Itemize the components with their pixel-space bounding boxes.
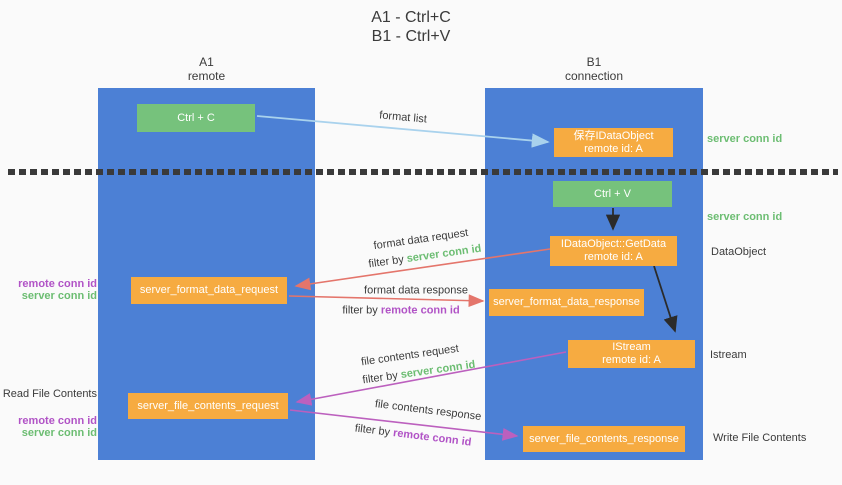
getdata-line2: remote id: A — [584, 251, 643, 263]
filter-by-text: filter by — [367, 253, 405, 271]
save-idataobject-line1: 保存IDataObject — [573, 129, 654, 142]
file-contents-response-label: file contents response — [374, 398, 482, 423]
filter-by-text: filter by — [361, 369, 399, 387]
format-list-label: format list — [378, 109, 428, 126]
istream-line2: remote id: A — [602, 354, 661, 366]
read-file-contents-label: Read File Contents — [2, 388, 97, 400]
column-a1-subtitle: remote — [187, 69, 226, 83]
column-header-a1: A1 remote — [98, 55, 315, 83]
format-request-box: server_format_data_request — [131, 277, 287, 304]
remote-conn-id-label-left-bottom: remote conn id — [18, 415, 97, 427]
file-request-box: server_file_contents_request — [128, 393, 288, 419]
istream-box: IStream remote id: A — [568, 340, 695, 368]
title-line-2: B1 - Ctrl+V — [371, 28, 451, 45]
format-response-label: server_format_data_response — [493, 296, 640, 308]
column-header-b1: B1 connection — [485, 55, 703, 83]
filter-by-text: filter by — [342, 304, 378, 317]
getdata-line1: IDataObject::GetData — [560, 238, 667, 250]
ctrl-v-box: Ctrl + V — [553, 181, 672, 207]
istream-label: Istream — [710, 349, 747, 361]
server-conn-id-label-left-bottom: server conn id — [21, 427, 97, 439]
format-response-box: server_format_data_response — [489, 289, 644, 316]
server-conn-id-label-right-mid: server conn id — [707, 211, 783, 223]
conn-id-labels-left-bottom: remote conn id server conn id — [0, 415, 97, 439]
column-b1-subtitle: connection — [564, 69, 624, 83]
dataobject-label: DataObject — [711, 246, 767, 258]
format-request-label: server_format_data_request — [139, 284, 279, 296]
server-conn-id-label-right-top: server conn id — [707, 133, 783, 145]
ctrl-c-label: Ctrl + C — [177, 111, 215, 124]
format-data-response-label: format data response — [364, 284, 468, 297]
page-title: A1 - Ctrl+C B1 - Ctrl+V — [301, 8, 521, 46]
istream-line1: IStream — [612, 341, 651, 353]
file-response-box: server_file_contents_response — [523, 426, 685, 452]
conn-id-labels-left-top: remote conn id server conn id — [0, 278, 97, 302]
filter-by-remote-conn-id-label-1: filter by remote conn id — [342, 305, 459, 318]
column-a1-name: A1 — [199, 55, 214, 69]
filter-by-remote-conn-id-label-2: filter by remote conn id — [354, 422, 472, 449]
write-file-contents-label: Write File Contents — [713, 432, 807, 444]
filter-by-text: filter by — [354, 422, 391, 439]
ctrl-v-label: Ctrl + V — [594, 187, 631, 200]
remote-conn-id-highlight: remote conn id — [392, 427, 473, 449]
file-request-label: server_file_contents_request — [137, 399, 279, 412]
file-response-label: server_file_contents_response — [529, 432, 679, 445]
remote-conn-id-label-left-top: remote conn id — [18, 278, 97, 290]
title-line-1: A1 - Ctrl+C — [371, 9, 451, 26]
save-idataobject-line2: remote id: A — [584, 142, 643, 155]
ctrl-c-box: Ctrl + C — [137, 104, 255, 132]
column-b1-name: B1 — [586, 55, 602, 69]
remote-conn-id-highlight: remote conn id — [380, 304, 460, 317]
save-idataobject-box: 保存IDataObject remote id: A — [554, 128, 673, 157]
server-conn-id-label-left-top: server conn id — [21, 290, 97, 302]
session-separator-line — [8, 169, 838, 175]
getdata-box: IDataObject::GetData remote id: A — [550, 236, 677, 266]
